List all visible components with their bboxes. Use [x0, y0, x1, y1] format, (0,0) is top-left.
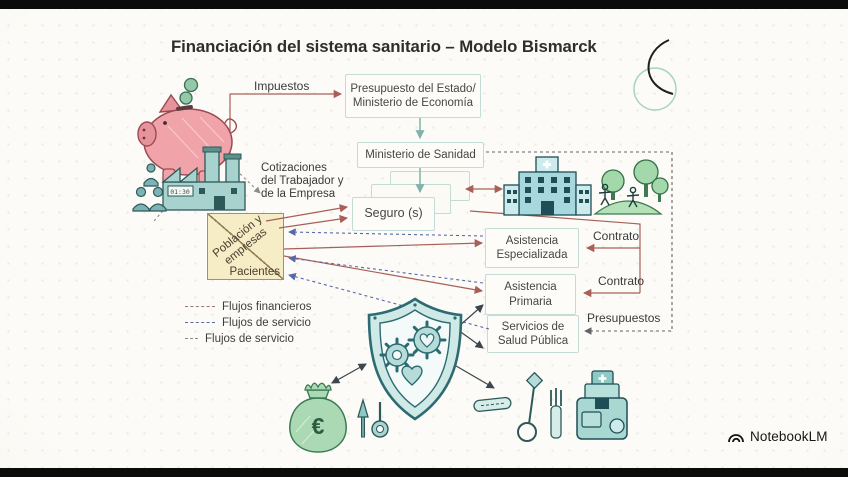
page-title: Financiación del sistema sanitario – Mod… — [171, 37, 597, 56]
letterbox-bottom — [0, 468, 848, 477]
hospital-illustration — [503, 156, 592, 216]
legend-label: Flujos de servicio — [205, 332, 294, 345]
legend-item-financieros: Flujos financieros — [185, 299, 311, 314]
park-illustration — [593, 159, 669, 215]
box-ministerio-sanidad: Ministerio de Sanidad — [357, 142, 484, 168]
box-presupuesto-estado: Presupuesto del Estado/ Ministerio de Ec… — [345, 74, 481, 118]
workers-illustration — [132, 163, 167, 212]
legend-item-servicio-1: Flujos de servicio — [185, 315, 311, 330]
legend-dash-service-alt — [185, 338, 198, 339]
legend-item-servicio-2: Flujos de servicio — [185, 331, 311, 346]
surgical-tools-illustration — [357, 397, 389, 438]
shield-illustration — [367, 297, 463, 421]
money-bag-illustration: € — [289, 382, 347, 453]
impuestos-label: Impuestos — [254, 79, 310, 93]
piggy-bank-illustration — [137, 77, 238, 186]
legend-label: Flujos de servicio — [222, 316, 311, 329]
factory-sign: 01:30 — [170, 188, 190, 196]
box-asistencia-especializada: Asistencia Especializada — [485, 228, 579, 268]
euro-symbol: € — [312, 413, 325, 439]
shield-link-arrows — [331, 304, 495, 389]
contrato-label-2: Contrato — [598, 274, 645, 288]
service-flow-arrows — [288, 228, 490, 330]
notebooklm-wordmark: NotebookLM — [750, 429, 828, 444]
presupuestos-label: Presupuestos — [587, 311, 661, 325]
medical-tools-illustration — [473, 371, 562, 442]
legend: Flujos financieros Flujos de servicio Fl… — [185, 299, 311, 347]
box-servicios-salud-publica: Servicios de Salud Pública — [487, 315, 579, 353]
legend-dash-service — [185, 322, 215, 323]
cotizaciones-label: Cotizaciones del Trabajador y de la Empr… — [261, 162, 344, 201]
decorative-arc — [633, 39, 677, 111]
first-aid-kit-illustration — [576, 370, 628, 440]
box-seguros: Seguro (s) — [352, 197, 435, 231]
contrato-label-1: Contrato — [593, 229, 640, 243]
factory-illustration: 01:30 — [161, 146, 246, 211]
box-poblacion-pacientes: Población y empresas Pacientes — [207, 213, 284, 280]
legend-dash-financial — [185, 306, 215, 307]
notebooklm-logo-icon — [728, 433, 744, 442]
notebooklm-brand: NotebookLM — [727, 429, 828, 444]
box-asistencia-primaria: Asistencia Primaria — [485, 274, 576, 315]
letterbox-top — [0, 0, 848, 9]
pacientes-label: Pacientes — [229, 266, 280, 278]
legend-label: Flujos financieros — [222, 300, 312, 313]
